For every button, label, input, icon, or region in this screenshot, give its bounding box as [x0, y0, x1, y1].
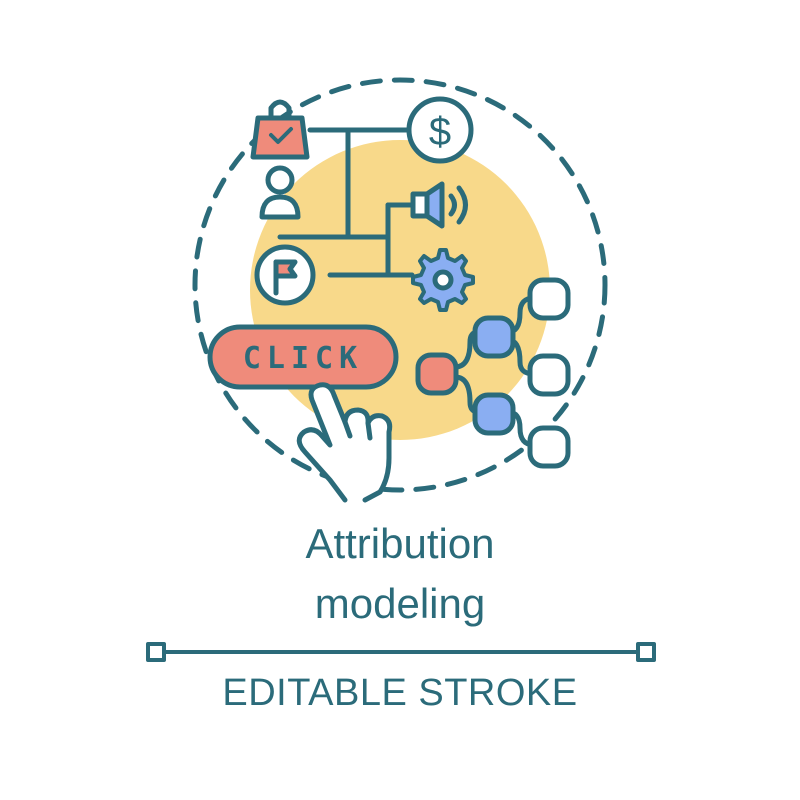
- gear-icon: [411, 248, 475, 312]
- dollar-symbol: $: [429, 110, 451, 154]
- node-leaf-1: [527, 277, 571, 321]
- click-button-label: CLICK: [243, 341, 363, 376]
- title-line-1: Attribution: [305, 520, 495, 567]
- pointing-hand-icon: [296, 382, 393, 503]
- node-mid-2: [472, 392, 516, 436]
- user-icon: [259, 165, 301, 220]
- subtitle: EDITABLE STROKE: [222, 672, 578, 714]
- stroke-handle-left: [146, 642, 166, 662]
- node-mid-1: [472, 315, 516, 359]
- shopping-bag-icon: [250, 99, 310, 160]
- click-button: CLICK: [207, 324, 399, 390]
- editable-stroke-line: [146, 642, 656, 662]
- speaker-icon: [410, 181, 468, 229]
- flag-icon: [254, 244, 316, 306]
- dollar-coin-icon: $: [406, 96, 474, 164]
- node-leaf-2: [527, 353, 571, 397]
- stroke-handle-right: [636, 642, 656, 662]
- connector-lines: [277, 127, 415, 278]
- node-root: [415, 352, 459, 396]
- dashed-ring: [192, 77, 608, 493]
- title-line-2: modeling: [314, 580, 486, 627]
- node-leaf-3: [527, 425, 571, 469]
- node-tree-icon: [415, 277, 571, 469]
